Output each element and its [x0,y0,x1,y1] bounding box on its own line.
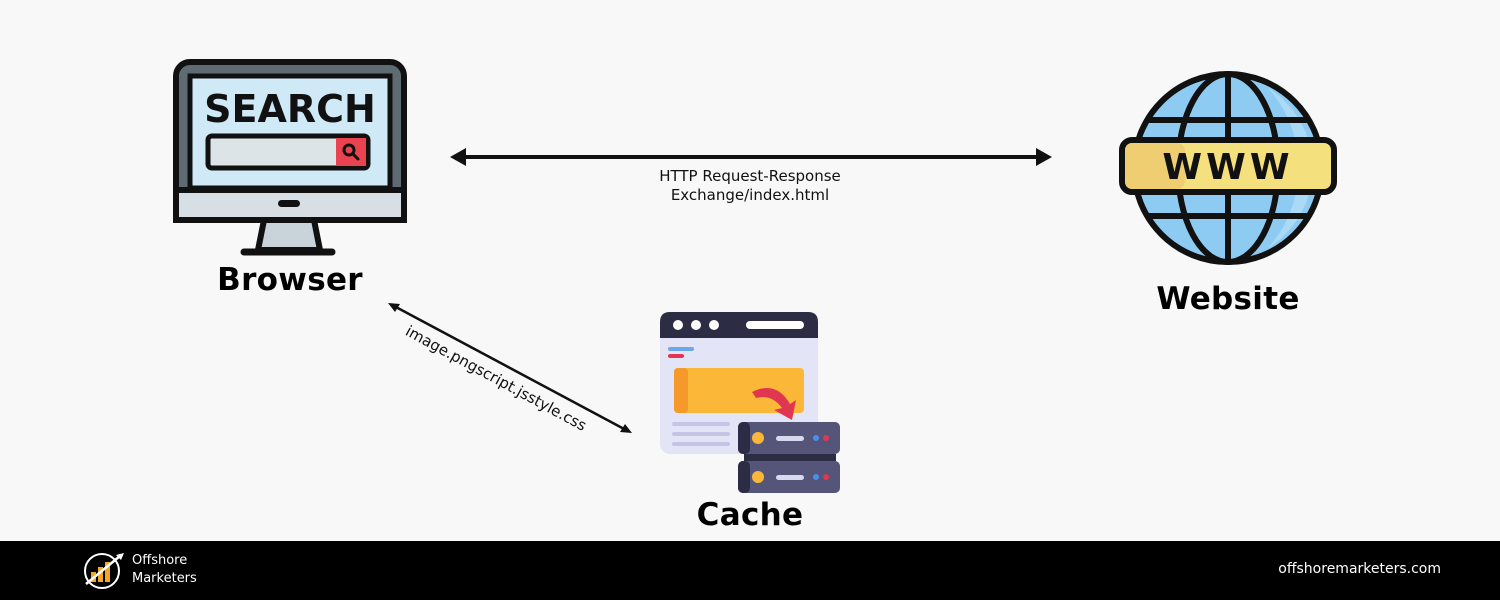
brand-logo[interactable]: Offshore Marketers [82,550,197,590]
browser-label: Browser [217,262,363,298]
brand-line2: Marketers [132,571,197,586]
edge-label-line2: Exchange/index.html [670,186,830,204]
cache-label: Cache [696,497,804,533]
brand-line1: Offshore [132,553,188,568]
edge-label-http: HTTP Request-Response Exchange/index.htm… [600,167,900,205]
bidirectional-arrow-browser-website [450,148,1052,166]
bidirectional-arrow-browser-cache [388,303,632,433]
globe-www-icon: WWW [1119,71,1337,265]
footer-bar: Offshore Marketers offshoremarketers.com [0,541,1500,600]
edge-label-line1: HTTP Request-Response [659,167,841,185]
svg-text:SEARCH: SEARCH [204,87,376,131]
website-label: Website [1156,281,1300,317]
svg-text:WWW: WWW [1162,147,1293,188]
website-url-link[interactable]: offshoremarketers.com [1278,561,1441,577]
brand-name: Offshore Marketers [132,552,197,588]
brand-chart-icon [84,553,124,589]
diagram-canvas: SEARCH Browser WWW Website [173,59,1337,533]
monitor-search-icon: SEARCH [173,59,407,256]
browser-window-server-icon [660,312,840,493]
